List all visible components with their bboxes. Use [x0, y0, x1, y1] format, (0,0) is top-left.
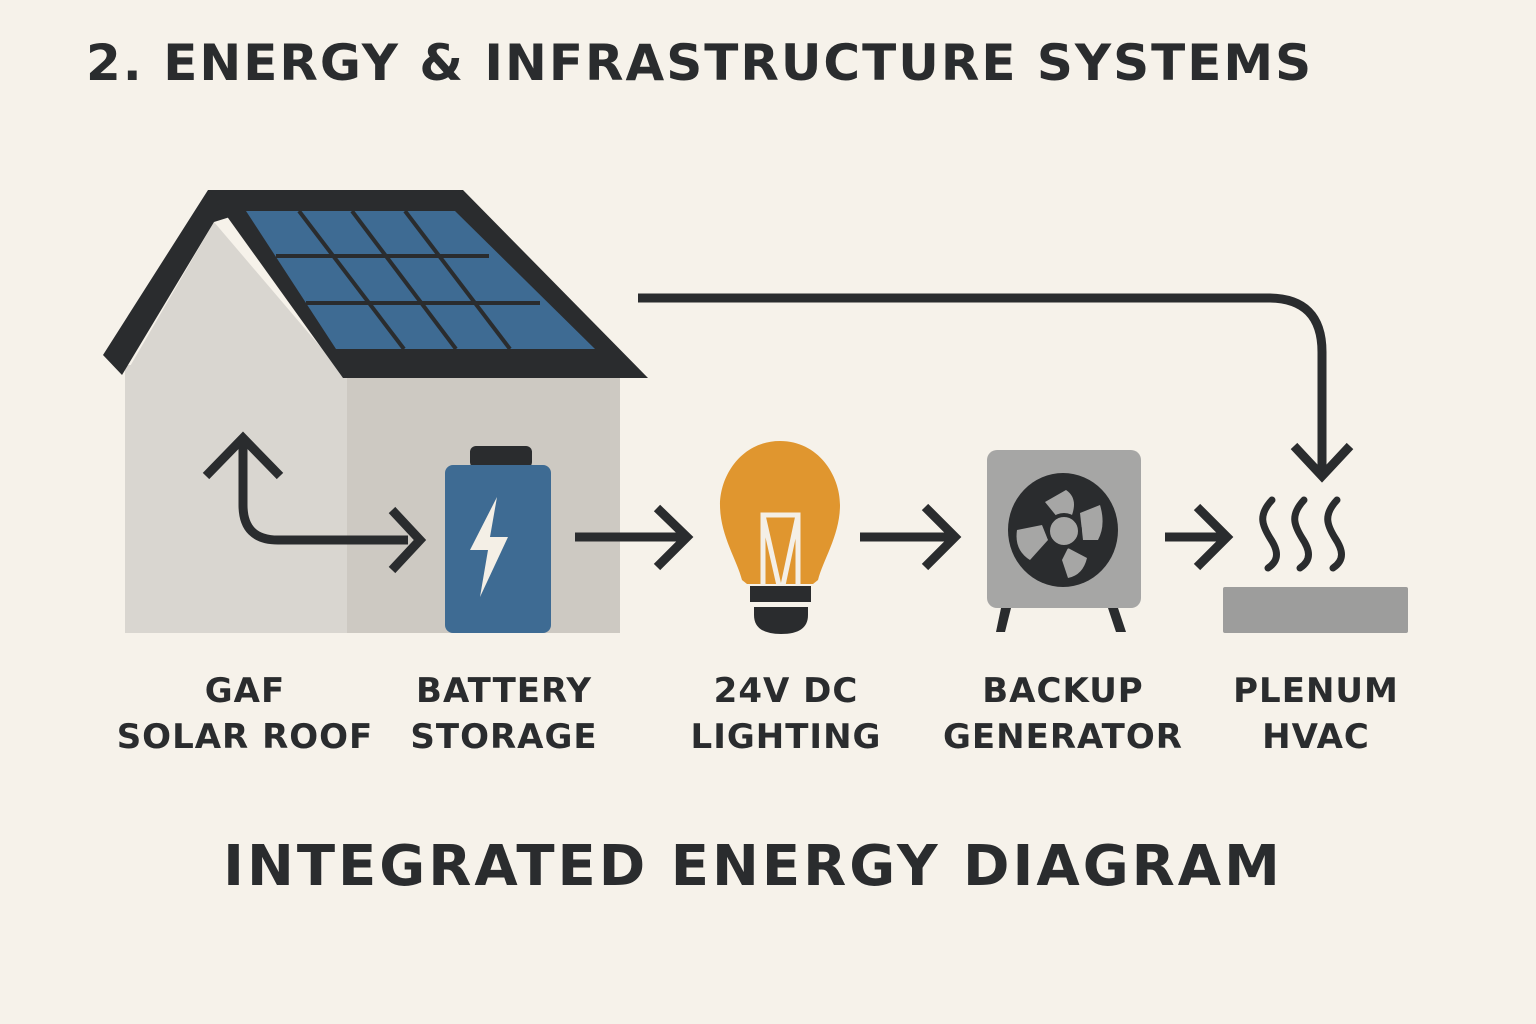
- label-battery: BATTERY STORAGE: [410, 671, 598, 757]
- plenum-duct: [1223, 587, 1408, 633]
- generator-fan-icon: [987, 450, 1141, 632]
- heat-waves-icon: [1259, 496, 1345, 572]
- page-title: 2. ENERGY & INFRASTRUCTURE SYSTEMS: [86, 34, 1314, 92]
- label-hvac: PLENUM HVAC: [1233, 671, 1399, 757]
- label-generator: BACKUP GENERATOR: [943, 671, 1183, 757]
- roof-left-edge: [103, 190, 250, 375]
- solar-panel-grid: [246, 209, 595, 351]
- solar-battery-arrow: [202, 431, 427, 574]
- label-solar-roof: GAF SOLAR ROOF: [116, 671, 374, 757]
- label-lighting: 24V DC LIGHTING: [690, 671, 882, 757]
- generator-hvac-arrow: [1165, 503, 1234, 571]
- roof-hvac-arrow: [638, 293, 1354, 483]
- battery-lighting-arrow: [575, 504, 694, 571]
- lighting-generator-arrow: [860, 503, 962, 571]
- house-solar-roof-icon: [103, 190, 648, 633]
- light-bulb-icon: [720, 441, 840, 634]
- battery-icon: [445, 446, 551, 633]
- house-wall-left: [125, 365, 347, 633]
- diagram-caption: INTEGRATED ENERGY DIAGRAM: [223, 834, 1283, 899]
- house-gable: [125, 222, 347, 378]
